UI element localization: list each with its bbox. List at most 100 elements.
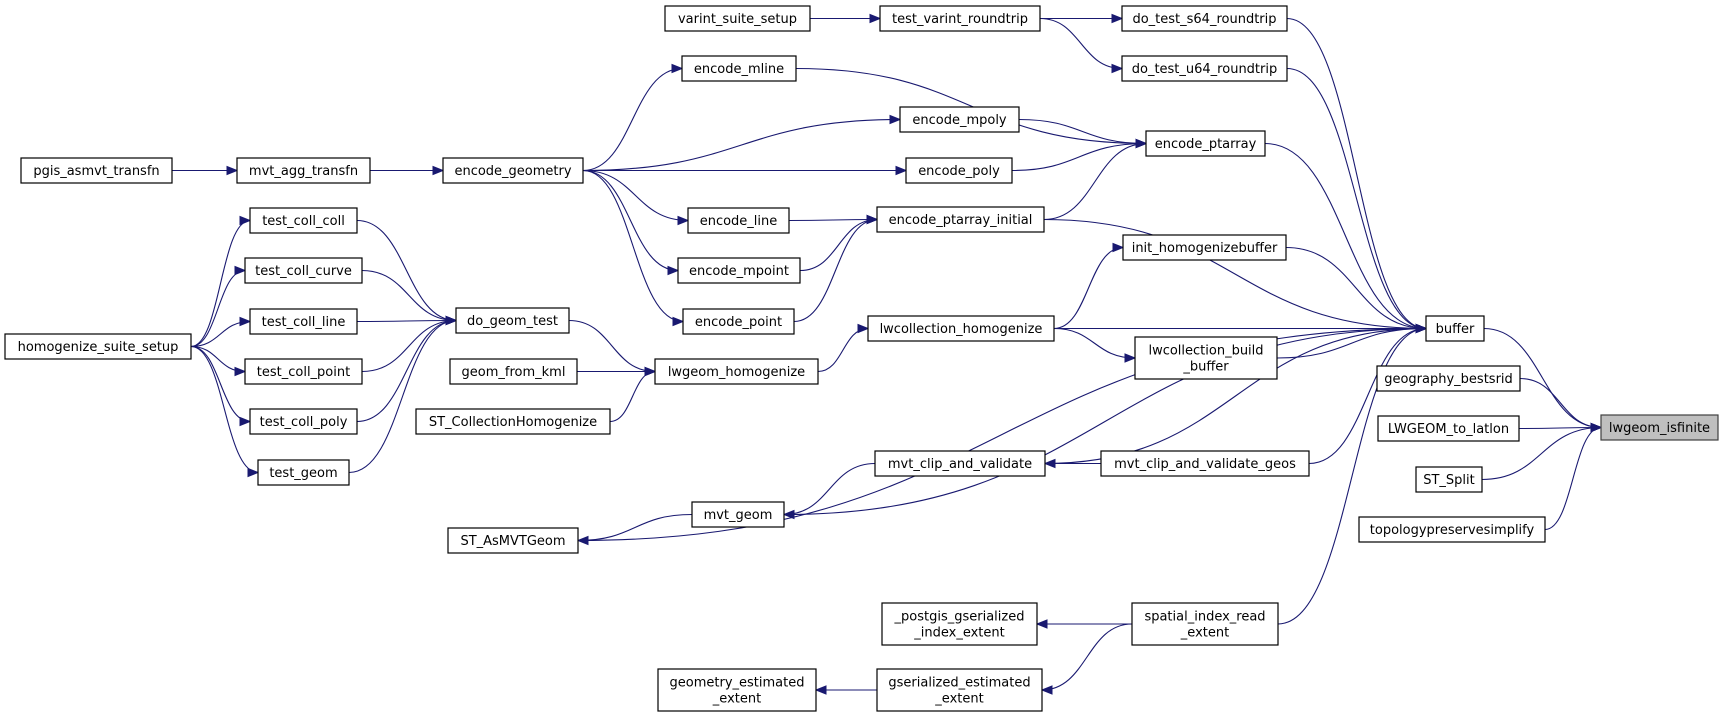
edge-test-varint-roundtrip-to-do-test-u64-roundtrip — [1039, 17, 1124, 74]
node-label: _extent — [934, 692, 983, 707]
node-lwgeom-isfinite[interactable]: lwgeom_isfinite — [1600, 414, 1719, 441]
edge-mvt-agg-transfn-to-encode-geometry — [369, 165, 445, 176]
edge-do-geom-test-to-lwgeom-homogenize — [568, 319, 657, 377]
node-encode-mpoly[interactable]: encode_mpoly — [899, 106, 1020, 133]
edge-mvt-geom-to-buffer — [783, 323, 1428, 516]
node-encode-ptarray-initial[interactable]: encode_ptarray_initial — [876, 206, 1045, 233]
node-homogenize-suite-setup[interactable]: homogenize_suite_setup — [4, 333, 192, 360]
edge-encode-point-to-encode-ptarray-initial — [793, 214, 879, 323]
edge-homogenize-suite-setup-to-test-geom — [190, 345, 260, 478]
node-encode-mpoint[interactable]: encode_mpoint — [677, 257, 801, 284]
node-label: do_test_s64_roundtrip — [1132, 12, 1276, 27]
edge-spatial-index-read-extent-to-gserialized-estimated-extent — [1040, 623, 1133, 695]
node-encode-mline[interactable]: encode_mline — [681, 55, 797, 82]
node-label: lwgeom_homogenize — [668, 365, 805, 380]
node-geom-from-kml[interactable]: geom_from_kml — [449, 358, 578, 385]
node-label: mvt_clip_and_validate — [888, 457, 1032, 472]
edge-mvt-geom-to-st-asmvtgeom — [576, 513, 693, 546]
node-label: test_geom — [269, 466, 337, 481]
edge-test-geom-to-do-geom-test — [348, 315, 458, 474]
node-label: _postgis_gserialized — [894, 610, 1025, 625]
node-label: geometry_estimated — [670, 676, 805, 691]
node-postgis-gserialized-index-extent[interactable]: _postgis_gserialized_index_extent — [881, 602, 1038, 646]
node-label: test_coll_poly — [260, 415, 348, 430]
node-mvt-clip-and-validate-geos[interactable]: mvt_clip_and_validate_geos — [1100, 450, 1310, 477]
node-lwgeom-to-latlon[interactable]: LWGEOM_to_latlon — [1377, 415, 1520, 442]
node-label: mvt_agg_transfn — [249, 164, 358, 179]
node-test-coll-line[interactable]: test_coll_line — [249, 308, 358, 335]
node-label: lwcollection_build — [1148, 344, 1263, 359]
node-mvt-clip-and-validate[interactable]: mvt_clip_and_validate — [874, 450, 1046, 477]
node-label: do_test_u64_roundtrip — [1132, 62, 1278, 77]
node-label: encode_geometry — [454, 164, 571, 179]
node-label: ST_AsMVTGeom — [460, 534, 565, 549]
node-lwgeom-homogenize[interactable]: lwgeom_homogenize — [654, 358, 819, 385]
node-mvt-geom[interactable]: mvt_geom — [691, 501, 785, 528]
node-encode-ptarray[interactable]: encode_ptarray — [1145, 130, 1266, 157]
node-test-varint-roundtrip[interactable]: test_varint_roundtrip — [879, 5, 1041, 32]
node-encode-poly[interactable]: encode_poly — [905, 157, 1013, 184]
edge-encode-poly-to-encode-ptarray — [1011, 138, 1148, 172]
node-label: buffer — [1436, 322, 1475, 337]
node-init-homogenizebuffer[interactable]: init_homogenizebuffer — [1122, 234, 1287, 261]
edge-st-collectionhomogenize-to-lwgeom-homogenize — [609, 366, 657, 423]
node-label: init_homogenizebuffer — [1132, 241, 1278, 256]
node-label: _extent — [1180, 626, 1229, 641]
node-encode-line[interactable]: encode_line — [687, 207, 790, 234]
node-encode-point[interactable]: encode_point — [682, 308, 795, 335]
node-label: test_varint_roundtrip — [892, 12, 1028, 27]
node-do-test-u64-roundtrip[interactable]: do_test_u64_roundtrip — [1121, 55, 1288, 82]
edge-encode-geometry-to-encode-point — [582, 169, 685, 327]
node-test-coll-poly[interactable]: test_coll_poly — [249, 408, 358, 435]
node-label: mvt_geom — [704, 508, 773, 523]
node-encode-geometry[interactable]: encode_geometry — [442, 157, 584, 184]
edge-test-varint-roundtrip-to-do-test-s64-roundtrip — [1040, 13, 1124, 24]
edge-do-test-u64-roundtrip-to-buffer — [1286, 67, 1428, 334]
node-mvt-agg-transfn[interactable]: mvt_agg_transfn — [236, 157, 371, 184]
edge-encode-geometry-to-encode-line — [582, 169, 690, 226]
node-geometry-estimated-extent[interactable]: geometry_estimated_extent — [657, 668, 817, 712]
edge-spatial-index-read-extent-to-buffer — [1277, 323, 1428, 625]
edge-gserialized-estimated-extent-to-geometry-estimated-extent — [814, 685, 878, 695]
node-gserialized-estimated-extent[interactable]: gserialized_estimated_extent — [876, 668, 1043, 712]
node-label: encode_poly — [918, 164, 1000, 179]
edge-mvt-clip-and-validate-to-mvt-geom — [782, 462, 876, 520]
node-test-coll-point[interactable]: test_coll_point — [244, 358, 363, 385]
edge-mvt-clip-and-validate-geos-to-mvt-clip-and-validate — [1043, 458, 1101, 469]
node-geography-bestsrid[interactable]: geography_bestsrid — [1376, 365, 1521, 392]
node-label: encode_line — [700, 214, 778, 229]
node-test-coll-coll[interactable]: test_coll_coll — [249, 207, 358, 234]
edge-do-test-s64-roundtrip-to-buffer — [1286, 17, 1428, 334]
edge-mvt-clip-and-validate-geos-to-buffer — [1308, 323, 1428, 465]
edge-encode-geometry-to-encode-mpoint — [582, 169, 680, 276]
node-test-coll-curve[interactable]: test_coll_curve — [244, 257, 363, 284]
node-label: _extent — [712, 692, 761, 707]
node-label: _buffer — [1182, 360, 1229, 375]
node-st-collectionhomogenize[interactable]: ST_CollectionHomogenize — [415, 408, 611, 435]
node-spatial-index-read-extent[interactable]: spatial_index_read_extent — [1131, 602, 1279, 646]
edge-encode-geometry-to-encode-mpoly — [582, 114, 902, 172]
edge-test-coll-curve-to-do-geom-test — [361, 269, 458, 326]
node-st-asmvtgeom[interactable]: ST_AsMVTGeom — [447, 527, 579, 554]
edge-spatial-index-read-extent-to-postgis-gserialized-index-extent — [1035, 619, 1133, 629]
edge-encode-geometry-to-encode-poly — [583, 165, 908, 176]
node-buffer[interactable]: buffer — [1425, 315, 1485, 342]
node-label: test_coll_coll — [262, 214, 345, 229]
node-label: encode_point — [695, 315, 782, 330]
node-lwcollection-homogenize[interactable]: lwcollection_homogenize — [867, 315, 1055, 342]
node-lwcollection-build-buffer[interactable]: lwcollection_build_buffer — [1134, 336, 1278, 380]
node-label: ST_CollectionHomogenize — [429, 415, 597, 430]
node-label: topologypreservesimplify — [1370, 523, 1535, 538]
node-test-geom[interactable]: test_geom — [257, 459, 350, 486]
node-label: encode_ptarray_initial — [889, 213, 1033, 228]
node-label: geom_from_kml — [462, 365, 566, 380]
node-topologypreservesimplify[interactable]: topologypreservesimplify — [1358, 516, 1546, 543]
node-do-geom-test[interactable]: do_geom_test — [455, 307, 570, 334]
node-st-split[interactable]: ST_Split — [1415, 466, 1483, 493]
node-pgis-asmvt-transfn[interactable]: pgis_asmvt_transfn — [20, 157, 173, 184]
node-do-test-s64-roundtrip[interactable]: do_test_s64_roundtrip — [1121, 5, 1288, 32]
edge-lwcollection-homogenize-to-lwcollection-build-buffer — [1053, 327, 1137, 363]
node-label: encode_mpoly — [912, 113, 1007, 128]
node-varint-suite-setup[interactable]: varint_suite_setup — [664, 5, 811, 32]
